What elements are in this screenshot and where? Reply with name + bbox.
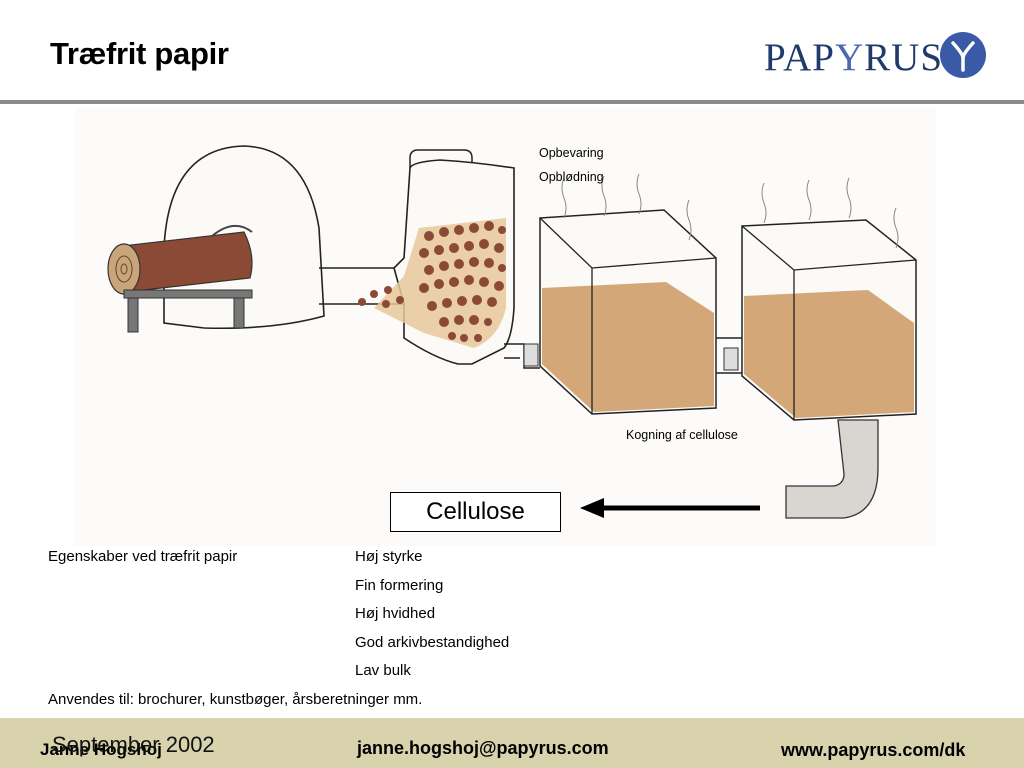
property-item: Fin formering <box>355 576 444 594</box>
slide-title: Træfrit papir <box>50 36 229 71</box>
uses-text: Anvendes til: brochurer, kunstbøger, års… <box>48 691 423 708</box>
chipper-machine-icon <box>107 145 325 333</box>
footer-date: September 2002 <box>52 732 215 757</box>
logo-wordmark: PAPYRUS <box>764 36 944 79</box>
footer-author: Janne Hogshoj <box>40 740 162 759</box>
property-item: Høj hvidhed <box>355 605 436 623</box>
label-cooking: Kogning af cellulose <box>626 428 738 442</box>
footer-bar <box>0 718 1024 768</box>
property-item: God arkivbestandighed <box>355 633 510 651</box>
footer-website-link[interactable]: www.papyrus.com/dk <box>781 740 966 760</box>
property-item: Høj styrke <box>355 548 423 565</box>
pulp-process-illustration <box>107 145 917 519</box>
header-divider <box>0 100 1024 104</box>
result-arrow-icon <box>580 498 760 518</box>
logo-y-emblem-icon <box>940 32 986 78</box>
soaking-tank-icon <box>539 173 717 415</box>
property-item: Lav bulk <box>355 662 411 680</box>
papyrus-logo: PAPYRUS <box>764 30 988 84</box>
label-soaking: Opblødning <box>539 170 604 184</box>
chip-silo-icon <box>358 149 515 365</box>
properties-heading: Egenskaber ved træfrit papir <box>48 548 238 565</box>
cooking-tank-icon <box>741 177 917 421</box>
footer-email-link[interactable]: janne.hogshoj@papyrus.com <box>357 738 609 758</box>
properties-list: Høj styrke Fin formering Høj hvidhed God… <box>355 548 509 691</box>
cellulose-result-box: Cellulose <box>390 492 561 532</box>
label-storage: Opbevaring <box>539 146 604 160</box>
